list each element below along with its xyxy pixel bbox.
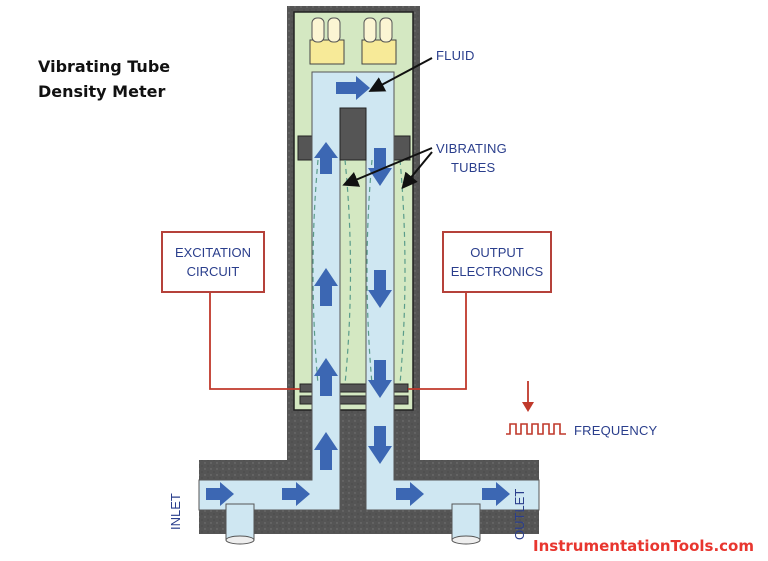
flow-arrow [482,482,510,506]
flow-arrow [368,270,392,308]
channel-divider [339,107,367,161]
flow-arrow [368,426,392,464]
top-connectors [309,17,397,65]
diagram-title-line2: Density Meter [38,82,166,101]
excitation-label-line2: CIRCUIT [186,264,240,279]
signal-wires [209,291,529,404]
flow-arrow [206,482,234,506]
excitation-label-line1: EXCITATION [174,245,252,260]
vibrating-tubes-label-line2: TUBES [451,160,496,175]
flow-arrow [314,432,338,470]
watermark-brand: InstrumentationTools.com [533,537,754,555]
flow-arrow [368,148,392,186]
outlet-label: OUTLET [512,488,527,540]
flow-arrow [314,142,338,174]
output-label-line1: OUTPUT [470,245,524,260]
excitation-circuit-box: EXCITATION CIRCUIT [161,231,265,293]
signal-arrowhead [522,402,534,412]
inlet-port [225,503,255,545]
vibrating-tubes-label-line1: VIBRATING [436,141,507,156]
flow-arrows [206,76,510,506]
outlet-port [451,503,481,545]
flow-arrow [314,358,338,396]
frequency-waveform-icon [506,423,566,435]
pointer-arrows [342,57,433,190]
flow-arrow [396,482,424,506]
diagram-title-line1: Vibrating Tube [38,57,171,76]
flow-arrow [336,76,370,100]
flow-arrow [368,360,392,398]
fluid-label: FLUID [436,48,475,63]
output-electronics-box: OUTPUT ELECTRONICS [442,231,552,293]
frequency-label: FREQUENCY [574,423,658,438]
inlet-label: INLET [168,493,183,530]
flow-arrow [282,482,310,506]
flow-arrow [314,268,338,306]
output-label-line2: ELECTRONICS [450,264,544,279]
